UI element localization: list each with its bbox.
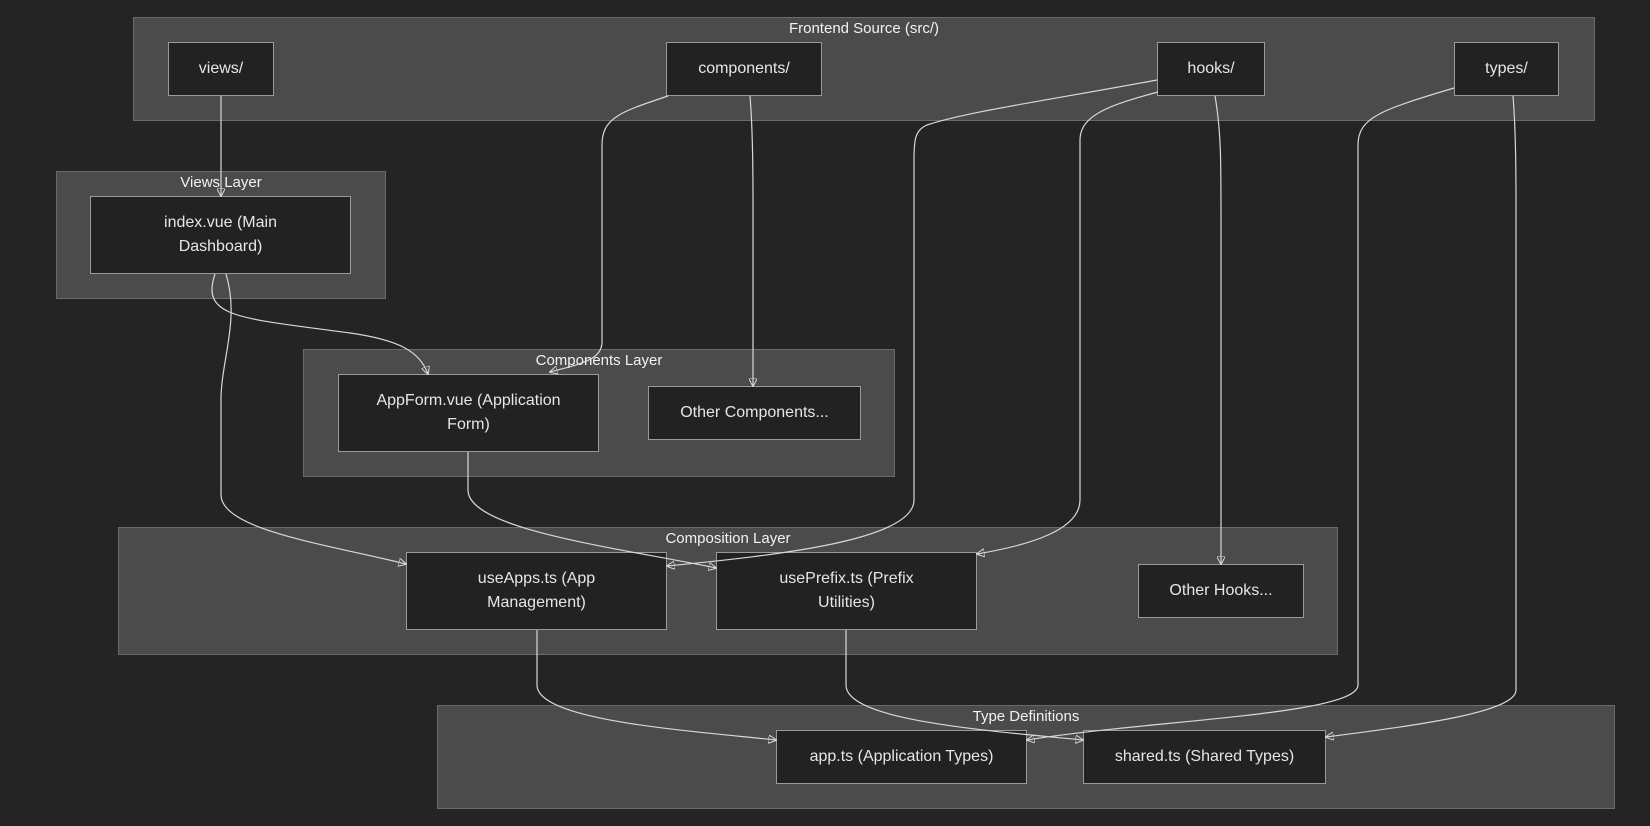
node-components-dir[interactable]: components/ (666, 42, 822, 96)
cluster-frontend-source: Frontend Source (src/) (133, 17, 1595, 121)
cluster-title-frontend-source: Frontend Source (src/) (788, 20, 940, 37)
edge-hooks-to-useprefix (977, 91, 1159, 554)
node-hooks-dir[interactable]: hooks/ (1157, 42, 1265, 96)
edge-types-to-sharedts (1326, 95, 1517, 737)
node-other-components[interactable]: Other Components... (648, 386, 861, 440)
edge-components-to-appform (550, 95, 669, 372)
node-index-vue[interactable]: index.vue (Main Dashboard) (90, 196, 351, 274)
cluster-title-views-layer: Views Layer (180, 174, 262, 191)
node-shared-ts[interactable]: shared.ts (Shared Types) (1083, 730, 1326, 784)
node-use-apps[interactable]: useApps.ts (App Management) (406, 552, 667, 630)
node-use-prefix[interactable]: usePrefix.ts (Prefix Utilities) (716, 552, 977, 630)
cluster-title-type-definitions: Type Definitions (972, 708, 1080, 725)
edge-hooks-to-useapps (667, 79, 1158, 566)
node-app-ts[interactable]: app.ts (Application Types) (776, 730, 1027, 784)
node-other-hooks[interactable]: Other Hooks... (1138, 564, 1304, 618)
node-appform-vue[interactable]: AppForm.vue (Application Form) (338, 374, 599, 452)
node-types-dir[interactable]: types/ (1454, 42, 1559, 96)
edge-components-to-othercomponents (750, 95, 753, 386)
cluster-title-components-layer: Components Layer (535, 352, 663, 369)
cluster-title-composition-layer: Composition Layer (665, 530, 791, 547)
node-views-dir[interactable]: views/ (168, 42, 274, 96)
edge-hooks-to-otherhooks (1214, 95, 1221, 564)
